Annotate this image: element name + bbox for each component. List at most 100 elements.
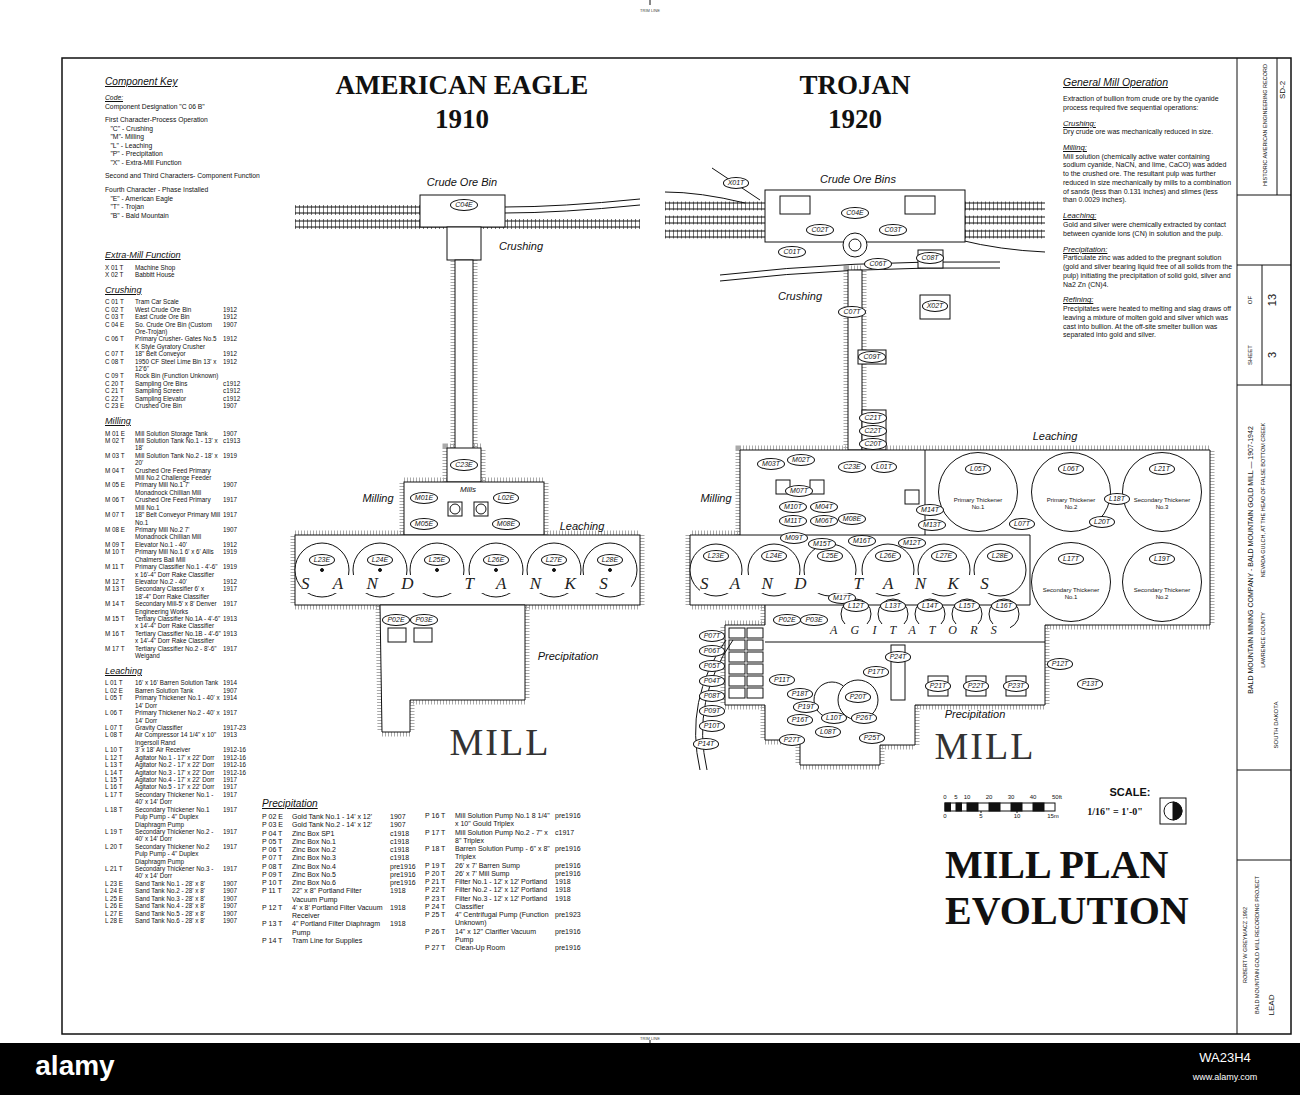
- component-description: Sand Tank No.3 - 28' x 8': [135, 895, 223, 902]
- component-description: Secondary Mill-5' x 8' Denver Engineerin…: [135, 600, 223, 615]
- american-eagle-plan-line: [448, 502, 462, 516]
- key-note: Component Designation "C 06 B": [105, 103, 270, 111]
- title-block-text: ROBERT W GREYMACZ 1992: [1243, 907, 1249, 983]
- table-row: L 08 TAir Compressor 14 1/4" x 10" Inger…: [105, 731, 255, 746]
- table-row: C 09 TRock Bin (Function Unknown): [105, 372, 255, 379]
- table-row: M 14 TSecondary Mill-5' x 8' Denver Engi…: [105, 600, 255, 615]
- american-eagle-plan-line: [450, 504, 460, 514]
- callout-number: C23E: [843, 463, 861, 470]
- table-row: L 10 T3' x 18' Air Receiver1912-16: [105, 746, 255, 753]
- install-year: 1917: [223, 645, 255, 652]
- component-description: 18" Belt Conveyor: [135, 350, 223, 357]
- component-code: L 06 T: [105, 709, 135, 716]
- callout-number: L27E: [546, 556, 562, 563]
- callout-number: P25T: [864, 734, 881, 741]
- install-year: c1918: [390, 830, 422, 838]
- component-description: Agitator No.1 - 17' x 22' Dorr: [135, 754, 223, 761]
- table-row: C 22 TSampling Elevatorc1912: [105, 395, 255, 402]
- callout-oval: L28E: [597, 554, 623, 566]
- callout-oval: L26E: [483, 554, 509, 566]
- install-year: 1907: [223, 887, 255, 894]
- american-eagle-plan: [295, 195, 640, 732]
- american-eagle-plan-line: [447, 227, 481, 260]
- trojan-plan-line: [690, 270, 1210, 765]
- table-row: M 10 TPrimary Mill No.1 6' x 6' Allis Ch…: [105, 548, 255, 563]
- trojan-plan-line-line: [665, 192, 745, 203]
- american-eagle-plan-line: [295, 260, 640, 732]
- callout-oval: C02T: [806, 224, 833, 236]
- component-description: 14" x 12" Clarifier Vacuum Pump: [455, 928, 555, 945]
- component-code: P 07 T: [262, 854, 292, 862]
- component-code: L 16 T: [105, 783, 135, 790]
- component-description: Sand Tank No.5 - 28' x 8': [135, 910, 223, 917]
- scale-bar-line: [1017, 811, 1018, 813]
- table-row: X 01 TMachine Shop: [105, 264, 255, 271]
- trojan-plan-line: [740, 450, 1045, 642]
- callout-number: L25E: [822, 552, 838, 559]
- table-row: M 07 T18" Belt Conveyor Primary Mill No.…: [105, 511, 255, 526]
- american-eagle-plan-line: [436, 569, 439, 572]
- callout-number: C23E: [455, 461, 473, 468]
- scale-number: 10: [1014, 813, 1021, 820]
- sheet-frame-line: [1237, 265, 1291, 266]
- operation-note: Particulate zinc was added to the pregna…: [1063, 254, 1233, 289]
- table-row: L 15 TAgitator No.4 - 17' x 22' Dorr1917: [105, 776, 255, 783]
- component-description: Primary Thickener No.2 - 40' x 14' Dorr: [135, 709, 223, 724]
- scale-number: 0: [943, 794, 946, 801]
- component-description: Primary Classifier No.1 - 4'-6" x 16'-4"…: [135, 563, 223, 578]
- component-description: Gold Tank No.2 - 14' x 12': [292, 821, 390, 829]
- callout-number: L05T: [970, 465, 986, 472]
- callout-number: P11T: [774, 676, 790, 683]
- scale-bar-line: [1011, 803, 1022, 811]
- tank-name: Secondary Thickener No.1: [1041, 587, 1101, 601]
- callout-number: P05T: [704, 662, 721, 669]
- install-year: 1918: [555, 878, 591, 886]
- scale-number: 5: [954, 794, 957, 801]
- component-code: M 16 T: [105, 630, 135, 637]
- component-description: Primary Mill No.1 7' Monadnock Chillian …: [135, 481, 223, 496]
- install-year: 1917: [223, 496, 255, 503]
- callout-oval: M01E: [410, 492, 438, 504]
- sheet-frame-line: [1237, 195, 1291, 196]
- install-year: 1917: [223, 783, 255, 790]
- component-code: P 02 E: [262, 813, 292, 821]
- install-year: 1912: [223, 306, 255, 313]
- callout-oval: L26E: [875, 550, 901, 562]
- area-label: Crude Ore Bins: [820, 173, 896, 186]
- install-year: 1917: [223, 776, 255, 783]
- north-symbol: [1160, 798, 1186, 824]
- table-row: C 20 TSampling Ore Binsc1912: [105, 380, 255, 387]
- component-description: Crushed Ore Bin: [135, 402, 223, 409]
- component-code: M 14 T: [105, 600, 135, 607]
- install-year: c1918: [390, 846, 422, 854]
- trojan-plan-line: [780, 196, 810, 214]
- component-code: P 11 T: [262, 887, 292, 895]
- callout-number: M07T: [790, 487, 808, 494]
- american-eagle-plan-line: [404, 482, 544, 535]
- component-code: M 06 T: [105, 496, 135, 503]
- callout-number: M09T: [785, 534, 803, 541]
- watermark-band: [0, 1043, 1300, 1095]
- trim-line-mark: TRIM LINE: [640, 1036, 660, 1041]
- install-year: c1913: [223, 437, 255, 444]
- callout-oval: L27E: [541, 554, 567, 566]
- component-code: P 18 T: [425, 845, 455, 853]
- table-row: P 09 TZinc Box No.5pre1916: [262, 871, 422, 879]
- table-row: L 27 ESand Tank No.5 - 28' x 8'1907: [105, 910, 255, 917]
- callout-number: L27E: [936, 552, 952, 559]
- callout-oval: M03T: [757, 458, 785, 470]
- component-description: Air Compressor 14 1/4" x 10" Ingersoll R…: [135, 731, 223, 746]
- install-year: 1912: [223, 541, 255, 548]
- component-code: L 02 E: [105, 687, 135, 694]
- install-year: 1907: [223, 526, 255, 533]
- callout-number: P18T: [792, 690, 809, 697]
- callout-oval: L19T: [1149, 553, 1175, 565]
- table-row: P 03 EGold Tank No.2 - 14' x 12'1907: [262, 821, 422, 829]
- callout-number: P13T: [1082, 680, 1099, 687]
- table-row: P 24 TClassifier: [425, 903, 591, 911]
- table-row: M 09 TElevator No.1 - 40'1912: [105, 541, 255, 548]
- callout-number: C20T: [864, 440, 881, 447]
- table-row: M 06 TCrushed Ore Feed Primary Mill No.1…: [105, 496, 255, 511]
- trojan-plan-line: [729, 664, 745, 674]
- callout-number: X01T: [728, 179, 745, 186]
